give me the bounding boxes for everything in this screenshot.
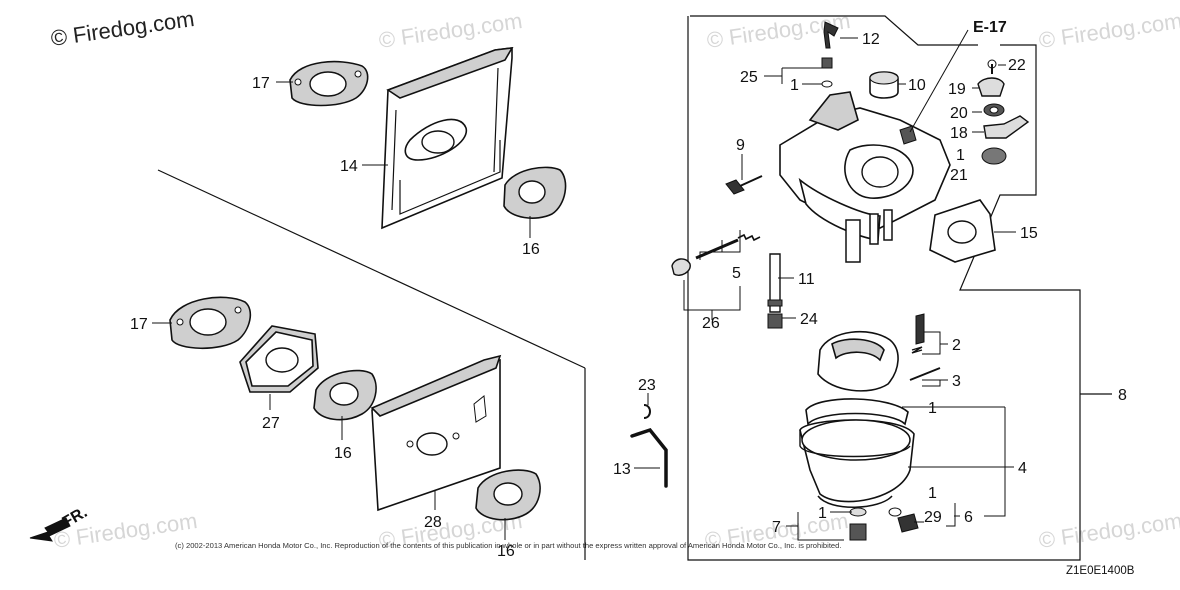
callout-4: 4 (1018, 460, 1027, 477)
insulator-plate (381, 47, 514, 230)
gasket-16-upper (503, 166, 567, 219)
callout-27: 27 (262, 415, 280, 432)
callout-17: 17 (252, 75, 270, 92)
callout-8: 8 (1118, 387, 1127, 404)
callout-20: 20 (950, 105, 968, 122)
callout-15: 15 (1020, 225, 1038, 242)
assembly-outline (687, 15, 1112, 561)
callout-9: 9 (736, 137, 745, 154)
callout-7: 7 (772, 519, 781, 536)
callout-16: 16 (334, 445, 352, 462)
callout-1: 1 (956, 147, 965, 164)
right-small-parts (821, 21, 1030, 263)
carburetor-body (779, 91, 951, 263)
callout-2: 2 (952, 337, 961, 354)
callout-24: 24 (800, 311, 818, 328)
callout-6: 6 (964, 509, 973, 526)
callout-25: 25 (740, 69, 758, 86)
watermark-faint: © Firedog.com (1037, 8, 1180, 53)
callout-1: 1 (818, 505, 827, 522)
callout-22: 22 (1008, 57, 1026, 74)
callout-1: 1 (928, 485, 937, 502)
callout-23: 23 (638, 377, 656, 394)
callout-17: 17 (130, 316, 148, 333)
callout-1: 1 (928, 400, 937, 417)
callout-13: 13 (613, 461, 631, 478)
callout-19: 19 (948, 81, 966, 98)
callout-18: 18 (950, 125, 968, 142)
callout-21: 21 (950, 167, 968, 184)
gasket-17-lower (169, 296, 252, 350)
callout-26: 26 (702, 315, 720, 332)
callout-14: 14 (340, 158, 358, 175)
callout-11: 11 (798, 271, 815, 288)
diagram-code: Z1E0E1400B (1066, 565, 1135, 577)
reference-e17: E-17 (973, 19, 1007, 36)
insulator-plate-28 (370, 354, 502, 512)
gasket-16-lower (475, 469, 541, 521)
callout-16: 16 (522, 241, 540, 258)
callout-10: 10 (908, 77, 926, 94)
callout-12: 12 (862, 31, 880, 48)
leader-lines (152, 29, 1016, 541)
watermark-main: © Firedog.com (49, 6, 196, 51)
choke-rod (630, 404, 668, 488)
float-bowl-assembly (799, 313, 941, 541)
watermark-faint: © Firedog.com (377, 8, 524, 53)
callout-labels: 17 14 16 17 27 16 28 16 13 23 E-17 12 25… (130, 19, 1127, 560)
pilot-screw-assembly (671, 175, 783, 329)
callout-28: 28 (424, 514, 442, 531)
callout-3: 3 (952, 373, 961, 390)
callout-16: 16 (497, 543, 515, 560)
watermark-faint: © Firedog.com (1037, 508, 1180, 553)
callout-1: 1 (790, 77, 799, 94)
gasket-16-mid (313, 369, 377, 421)
copyright-notice: (c) 2002-2013 American Honda Motor Co., … (175, 541, 842, 550)
section-divider (157, 169, 586, 560)
insulator-27 (239, 325, 319, 393)
gasket-17-top (289, 60, 369, 107)
callout-29: 29 (924, 509, 942, 526)
callout-5: 5 (732, 265, 741, 282)
